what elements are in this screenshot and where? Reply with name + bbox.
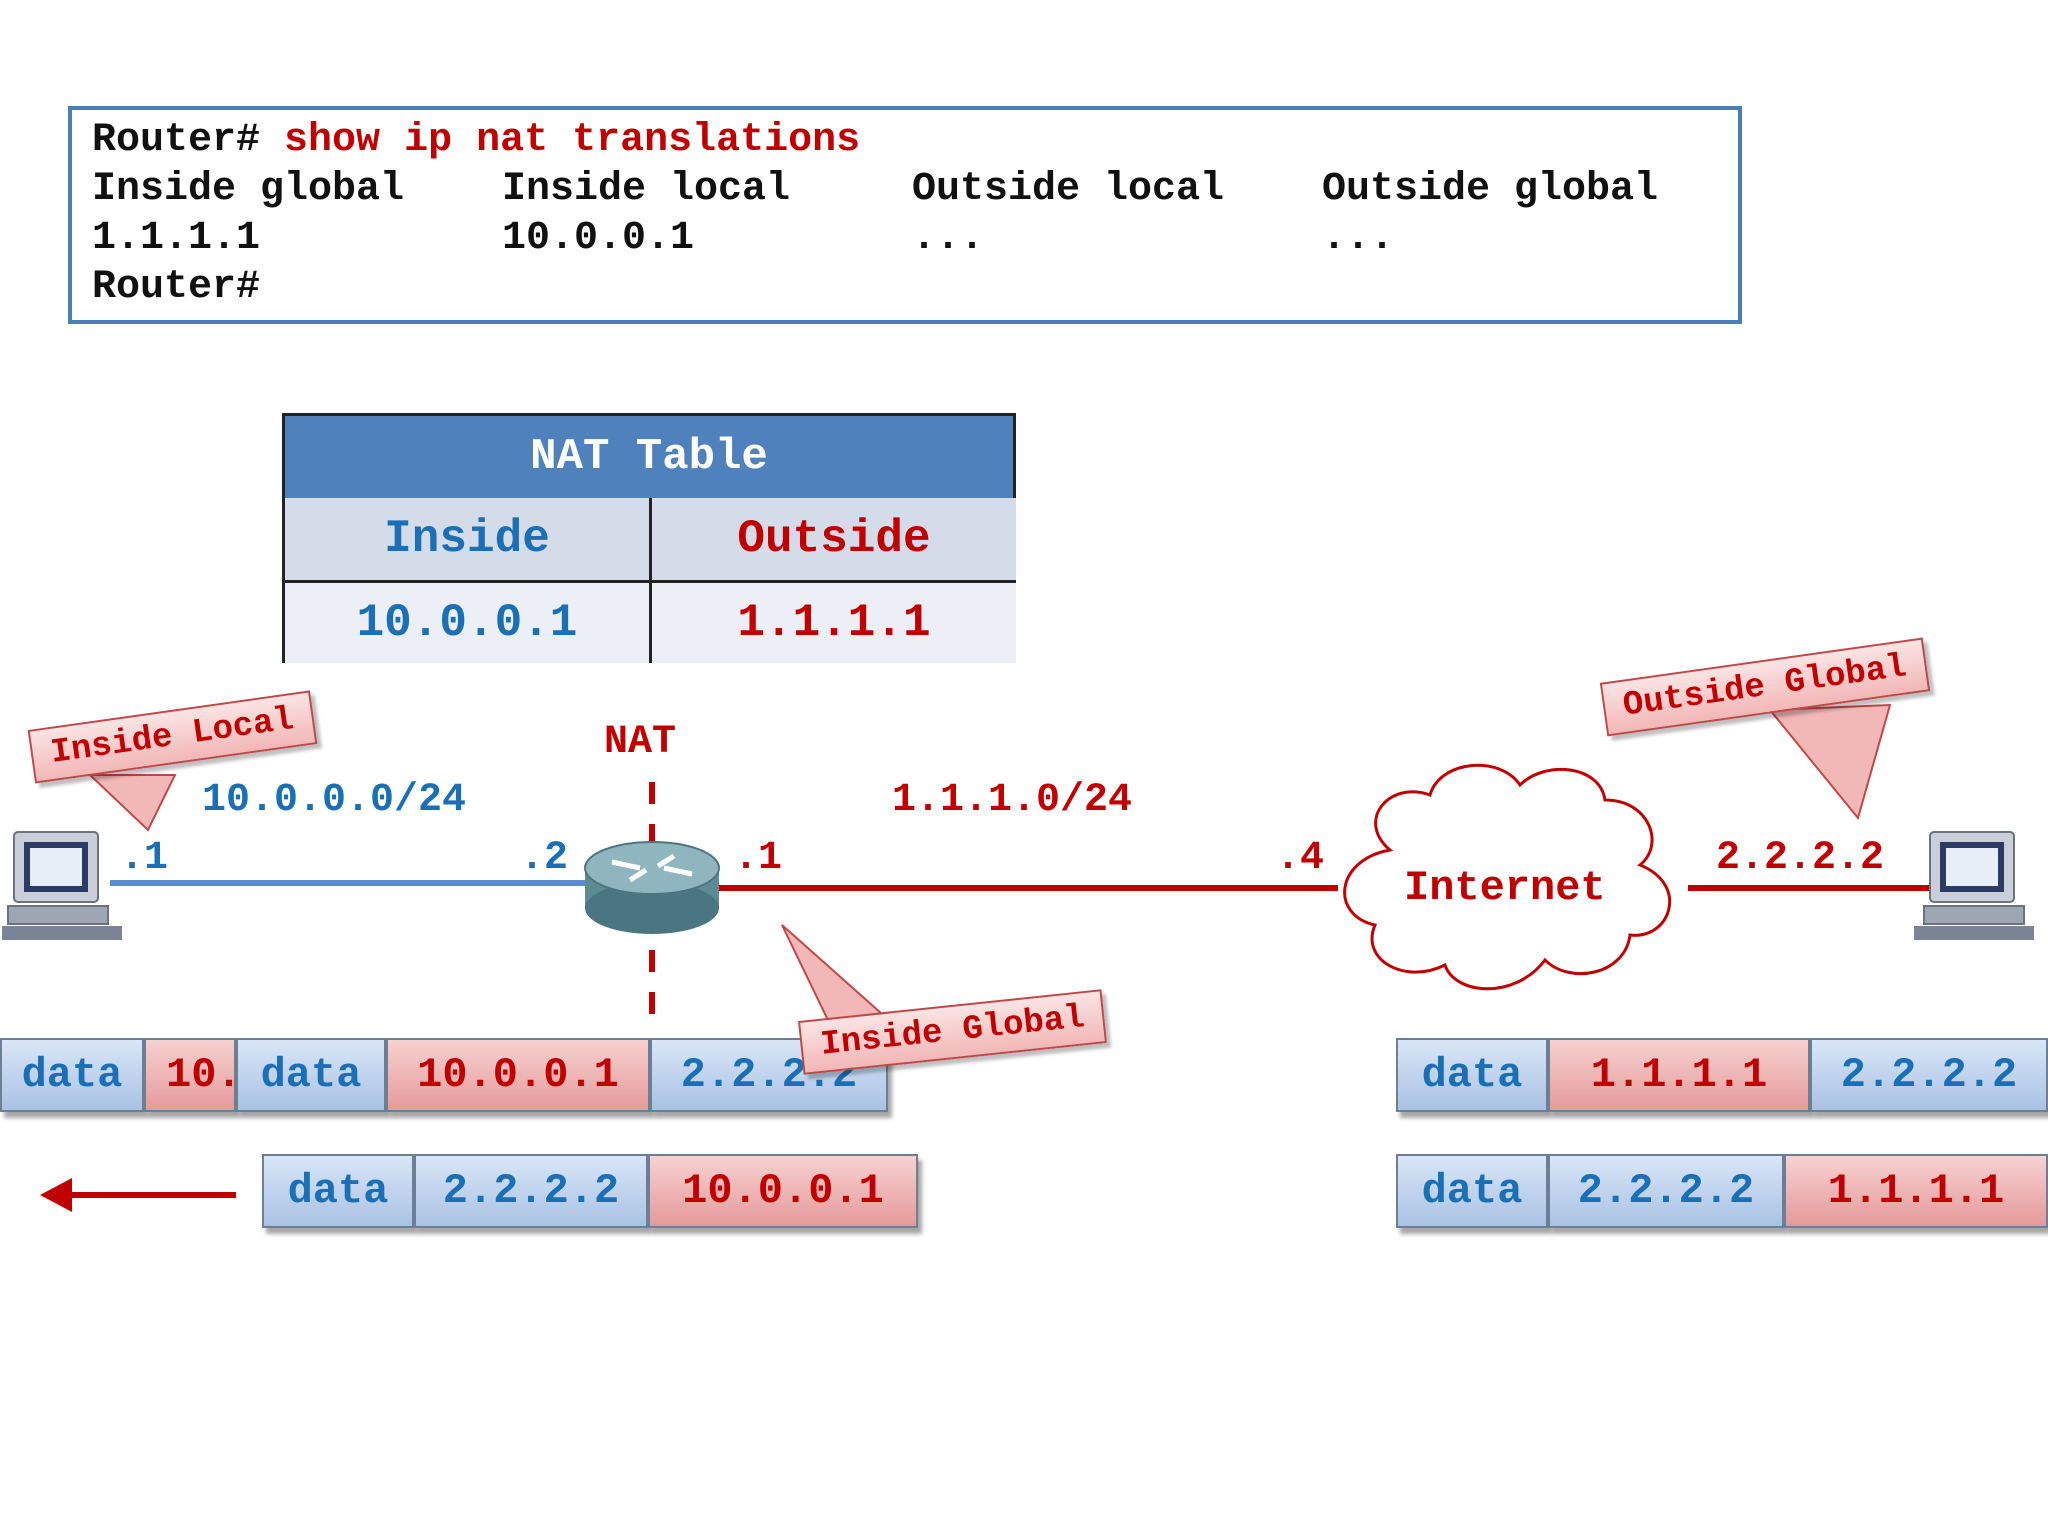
router-inside-suffix: .2 [520,836,569,881]
packet-field-ip: 1.1.1.1 [1548,1038,1810,1112]
pc-left-suffix: .1 [120,836,169,881]
nat-table: NAT Table Inside Outside 10.0.0.1 1.1.1.… [282,413,1016,663]
cli-value-outside-local: ... [912,216,985,261]
nat-table-inside-header: Inside [285,498,652,583]
packet-field-ip: 10.0.0.1 [386,1038,650,1112]
outside-subnet-label: 1.1.1.0/24 [892,778,1133,823]
pc-right-ip: 2.2.2.2 [1716,836,1885,881]
router-outside-suffix: .1 [734,836,783,881]
cli-value-inside-global: 1.1.1.1 [92,216,261,261]
internet-label: Internet [1404,864,1606,912]
packet-field-ip: 1.1.1.1 [1784,1154,2048,1228]
cli-command-line: Router# show ip nat translations [92,118,860,163]
packet-field-ip: 2.2.2.2 [1810,1038,2048,1112]
cli-header-outside-local: Outside local [912,167,1225,212]
internet-cloud-icon [1343,763,1671,991]
inside-local-callout-tail [87,774,177,832]
nat-table-title: NAT Table [285,416,1013,501]
packet-field-data: data [1396,1038,1548,1112]
cli-output-box: Router# show ip nat translations Inside … [68,106,1742,324]
packet-field-data: data [0,1038,144,1112]
nat-table-inside-value: 10.0.0.1 [285,583,652,663]
pc-left-icon [2,831,122,940]
cli-command: show ip nat translations [284,118,861,163]
nat-table-outside-header: Outside [652,498,1016,583]
inside-subnet-label: 10.0.0.0/24 [202,778,467,823]
packet-field-ip: 10.0.0.1 [648,1154,918,1228]
cli-header-inside-local: Inside local [502,167,791,212]
pc-right-icon [1914,831,2034,940]
cli-header-inside-global: Inside global [92,167,405,212]
internet-suffix: .4 [1276,836,1325,881]
cli-value-outside-global: ... [1322,216,1395,261]
nat-label: NAT [604,720,677,765]
outside-global-callout-tail [1767,703,1892,821]
nat-table-outside-value: 1.1.1.1 [652,583,1016,663]
return-arrow-icon [40,1178,236,1212]
cli-header-outside-global: Outside global [1322,167,1659,212]
packet-field-data: data [262,1154,414,1228]
cli-value-inside-local: 10.0.0.1 [502,216,695,261]
cli-end-prompt: Router# [92,265,261,310]
cli-prompt: Router# [92,118,261,163]
packet-field-data: data [236,1038,386,1112]
packet-field-ip: 2.2.2.2 [414,1154,648,1228]
packet-field-ip: 10. [144,1038,236,1112]
packet-field-data: data [1396,1154,1548,1228]
router-icon [584,841,720,934]
packet-field-ip: 2.2.2.2 [1548,1154,1784,1228]
